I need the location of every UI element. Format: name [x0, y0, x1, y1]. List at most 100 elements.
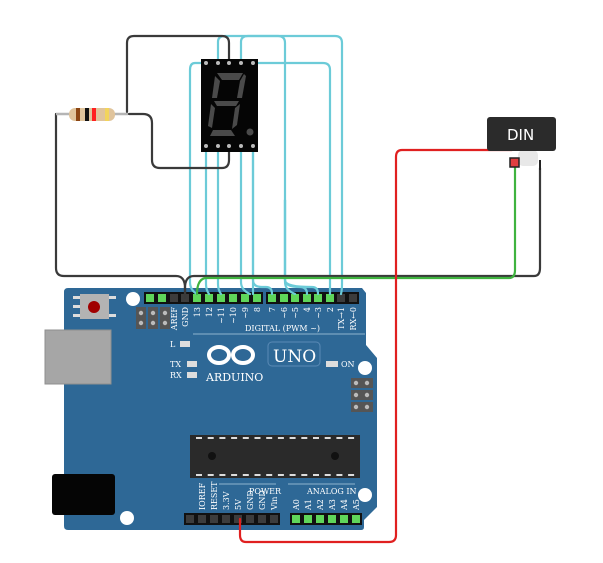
header-pin[interactable]	[303, 294, 311, 302]
header-pin[interactable]	[337, 294, 345, 302]
led-l	[180, 341, 190, 347]
header-pin[interactable]	[205, 294, 213, 302]
header-pin[interactable]	[222, 515, 230, 523]
pin-label: A0	[292, 499, 301, 511]
pin-label: GND	[181, 307, 190, 327]
header-pin[interactable]	[258, 515, 266, 523]
cyan-wires[interactable]	[188, 34, 344, 296]
led-tx-label: TX	[170, 360, 181, 369]
sensor[interactable]	[509, 150, 541, 170]
resistor[interactable]	[56, 108, 128, 121]
pin-label: 5V	[234, 499, 243, 510]
header-pin[interactable]	[217, 294, 225, 302]
green-wire[interactable]	[195, 160, 517, 296]
red-wire[interactable]	[238, 148, 514, 544]
header-pin[interactable]	[246, 515, 254, 523]
pin-label: 12	[205, 307, 214, 317]
header-pin[interactable]	[186, 515, 194, 523]
black-wires[interactable]	[54, 34, 542, 300]
header-pin[interactable]	[234, 515, 242, 523]
header-pin[interactable]	[314, 294, 322, 302]
header-pin[interactable]	[170, 294, 178, 302]
pin-label: ~3	[314, 307, 323, 319]
resistor-band	[85, 108, 89, 121]
led-on-label: ON	[341, 360, 355, 369]
power-header[interactable]	[184, 513, 280, 525]
header-pin[interactable]	[280, 294, 288, 302]
pin-label: ~10	[229, 307, 238, 324]
pin-label: ~6	[280, 307, 289, 319]
mount-hole	[120, 511, 134, 525]
header-pin[interactable]	[349, 294, 357, 302]
resistor-band	[76, 108, 80, 121]
digital-header-left[interactable]	[144, 292, 263, 304]
pin-label: 7	[268, 307, 277, 312]
pin-label: ~5	[291, 307, 300, 319]
pin-label: 2	[326, 307, 335, 312]
analog-header[interactable]	[290, 513, 362, 525]
usb-port	[44, 329, 112, 385]
led-rx-label: RX	[170, 371, 182, 380]
header-pin[interactable]	[270, 515, 278, 523]
header-pin[interactable]	[158, 294, 166, 302]
mount-hole	[358, 361, 372, 375]
pin-label: ~11	[217, 307, 226, 324]
header-pin[interactable]	[241, 294, 249, 302]
pin-label: 4	[303, 307, 312, 312]
header-pin[interactable]	[304, 515, 312, 523]
led-tx	[187, 361, 197, 367]
header-pin[interactable]	[316, 515, 324, 523]
pin-label: GND	[246, 490, 255, 510]
header-pin[interactable]	[210, 515, 218, 523]
icsp-header-right	[351, 378, 373, 412]
header-pin[interactable]	[193, 294, 201, 302]
segments	[208, 73, 254, 136]
icsp-header	[136, 307, 170, 329]
header-pin[interactable]	[352, 515, 360, 523]
header-pin[interactable]	[198, 515, 206, 523]
pin-label: 3.3V	[222, 491, 231, 510]
pin-label: 13	[193, 307, 202, 317]
reset-button[interactable]	[73, 294, 116, 319]
pin-label: 8	[253, 307, 262, 312]
header-pin[interactable]	[268, 294, 276, 302]
digital-header-right[interactable]	[266, 292, 359, 304]
header-pin[interactable]	[340, 515, 348, 523]
led-l-label: L	[170, 340, 176, 349]
header-pin[interactable]	[146, 294, 154, 302]
analog-title: ANALOG IN	[306, 487, 357, 496]
pin-label: RESET	[210, 481, 219, 510]
pin-label: A4	[340, 499, 349, 511]
pin-label: A1	[304, 499, 313, 511]
led-on	[326, 361, 338, 367]
pin-label: A2	[316, 499, 325, 511]
resistor-band	[92, 108, 96, 121]
brand-label: ARDUINO	[205, 371, 263, 384]
header-pin[interactable]	[328, 515, 336, 523]
led-rx	[187, 372, 197, 378]
pin-label: Vin	[270, 497, 279, 511]
header-pin[interactable]	[292, 515, 300, 523]
pin-label: AREF	[170, 307, 179, 332]
pin-label: ~9	[241, 307, 250, 319]
wires	[54, 34, 542, 544]
digital-title: DIGITAL (PWM ~)	[245, 324, 320, 333]
microcontroller-chip	[190, 435, 360, 478]
header-pin[interactable]	[326, 294, 334, 302]
seven-segment-display[interactable]	[201, 59, 258, 152]
header-pin[interactable]	[253, 294, 261, 302]
pin-label: GND	[258, 490, 267, 510]
pin-label: A3	[328, 499, 337, 511]
power-title: POWER	[249, 487, 282, 496]
arduino-logo-icon	[207, 345, 255, 365]
resistor-band	[105, 108, 109, 121]
model-label: UNO	[273, 347, 316, 367]
model-badge	[267, 341, 321, 367]
power-jack	[52, 474, 115, 515]
header-pin[interactable]	[291, 294, 299, 302]
header-pin[interactable]	[229, 294, 237, 302]
pin-label: IOREF	[198, 482, 207, 510]
